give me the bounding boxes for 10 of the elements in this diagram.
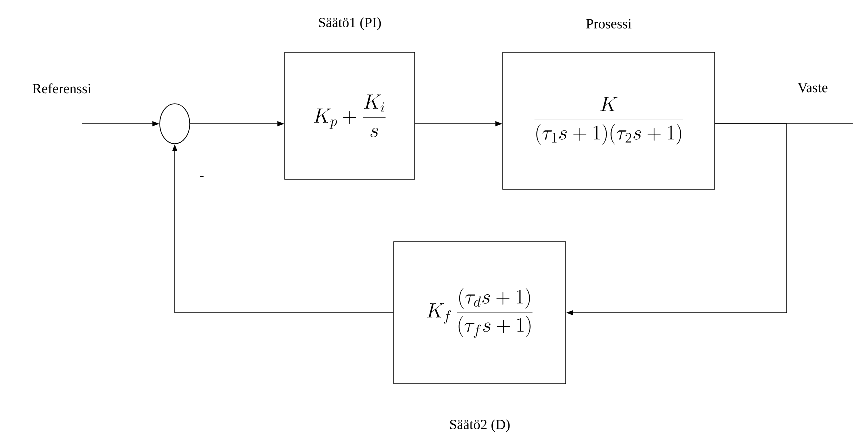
block-caption: Säätö1 (PI) [319,18,382,30]
minus-sign: - [200,176,204,178]
transfer-function-box: $\frac{K}{(\tau_1 s + 1)(\tau_2 s + 1)}$ [502,52,716,190]
input-label: Referenssi [32,84,92,94]
summing-junction [160,104,190,144]
output-label: Vaste [798,83,828,93]
block-caption: Prosessi [586,19,632,29]
transfer-function-box: $K_p + \frac{K_i}{s}$ [284,52,416,180]
block-caption: Säätö2 (D) [450,420,510,432]
transfer-function-box: $K_f \, \frac{(\tau_d s + 1)}{(\tau_f s + 1)}$ [394,242,566,384]
